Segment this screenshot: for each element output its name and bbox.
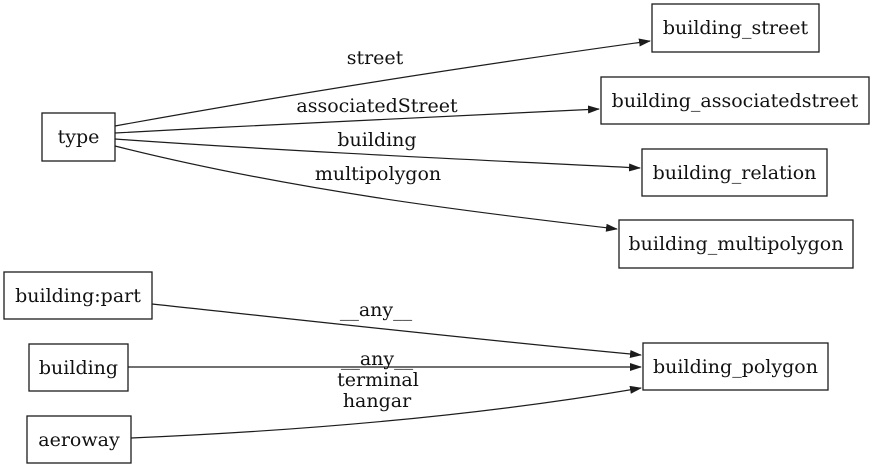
edge-type-building-street: [114, 38, 651, 127]
node-building-label: building: [39, 357, 118, 379]
edge-label-any-building: __any__: [341, 348, 414, 370]
edge-label-hangar: hangar: [343, 390, 412, 412]
node-type: type: [41, 112, 116, 162]
node-building-relation: building_relation: [641, 148, 828, 197]
edge-label-street: street: [347, 47, 404, 69]
node-type-label: type: [58, 126, 100, 148]
edge-label-multipolygon: multipolygon: [315, 163, 441, 185]
edge-label-associatedstreet: associatedStreet: [296, 95, 458, 117]
edge-type-building-multipolygon: [114, 145, 618, 232]
node-aeroway-box: [26, 415, 132, 464]
edge-type-building-associatedstreet: [114, 105, 600, 134]
edges: [114, 38, 651, 439]
node-building: building: [28, 343, 129, 392]
node-building-associatedstreet: building_associatedstreet: [600, 76, 870, 125]
edge-label-terminal: terminal: [337, 369, 419, 391]
node-building-multipolygon: building_multipolygon: [618, 219, 854, 269]
node-aeroway-label: aeroway: [38, 429, 120, 451]
node-building-street: building_street: [651, 3, 820, 53]
node-building-part-box: [3, 271, 153, 320]
node-building-multipolygon-label: building_multipolygon: [629, 233, 844, 255]
nodes: type building:part building aeroway buil…: [3, 3, 870, 464]
edge-labels: street associatedStreet building multipo…: [296, 47, 458, 412]
node-building-street-box: [651, 3, 820, 53]
edge-building-part-building-polygon: [151, 303, 642, 358]
node-building-box: [28, 343, 129, 392]
node-aeroway: aeroway: [26, 415, 132, 464]
edge-type-building-relation: [114, 138, 641, 172]
node-type-box: [41, 112, 116, 162]
edge-label-any-building-part: __any__: [340, 299, 413, 321]
edge-label-building: building: [337, 129, 416, 151]
node-building-street-label: building_street: [663, 17, 809, 39]
node-building-multipolygon-box: [618, 219, 854, 269]
node-building-polygon-box: [642, 342, 829, 391]
edge-aeroway-building-polygon: [130, 385, 642, 439]
node-building-polygon-label: building_polygon: [653, 356, 818, 378]
node-building-polygon: building_polygon: [642, 342, 829, 391]
node-building-relation-label: building_relation: [653, 162, 817, 184]
node-building-associatedstreet-box: [600, 76, 870, 125]
node-building-part-label: building:part: [15, 285, 141, 307]
node-building-part: building:part: [3, 271, 153, 320]
node-building-associatedstreet-label: building_associatedstreet: [612, 90, 859, 112]
node-building-relation-box: [641, 148, 828, 197]
